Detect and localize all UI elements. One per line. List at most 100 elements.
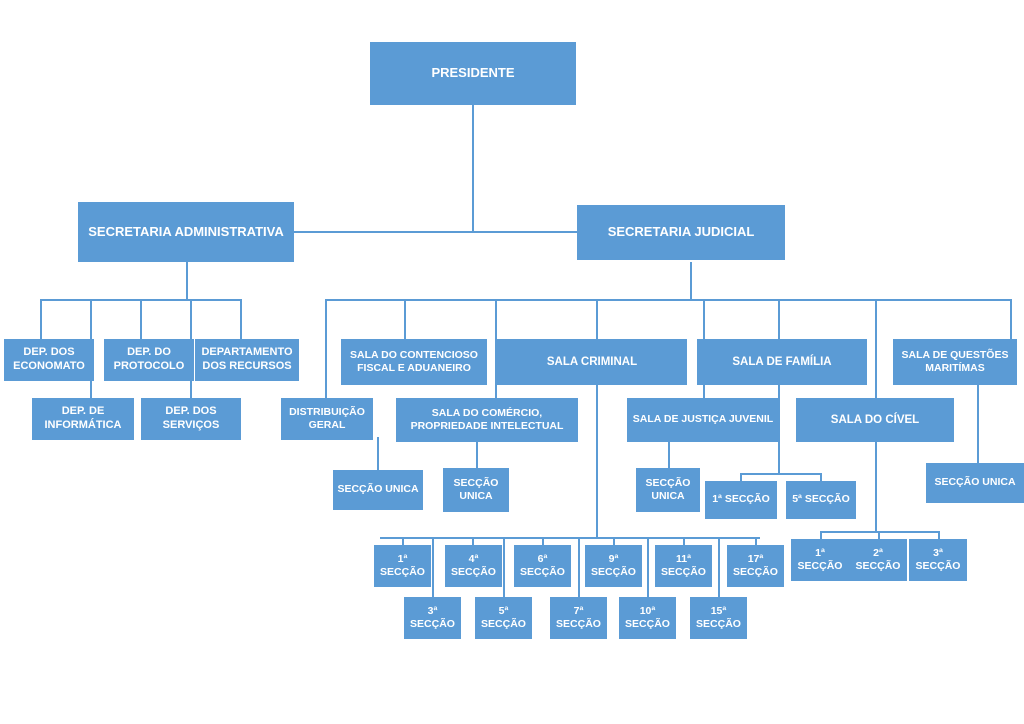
connector-criminal-drop-10 [647, 537, 649, 597]
node-civel-seccao-2-line1: 2ª [873, 546, 883, 559]
node-sala-criminal[interactable]: SALA CRIMINAL [497, 339, 687, 385]
node-familia-seccao-5-label: 5ª SECÇÃO [792, 493, 850, 506]
node-sala-contencioso-line2: FISCAL E ADUANEIRO [357, 362, 471, 374]
node-sala-questoes-maritimas-line2: MARITÍMAS [925, 362, 985, 374]
node-criminal-seccao-11-line2: SECÇÃO [661, 566, 706, 578]
node-seccao-unica-juvenil-line1: SECÇÃO [645, 476, 691, 489]
node-seccao-unica-comercio-line1: SECÇÃO [453, 476, 499, 489]
node-criminal-seccao-5-line2: SECÇÃO [481, 618, 526, 630]
connector-criminal-drop-3 [432, 537, 434, 597]
node-criminal-seccao-17-line1: 17ª [747, 552, 764, 565]
node-sala-contencioso[interactable]: SALA DO CONTENCIOSO FISCAL E ADUANEIRO [341, 339, 487, 385]
node-sala-civel[interactable]: SALA DO CÍVEL [796, 398, 954, 442]
node-civel-seccao-2[interactable]: 2ª SECÇÃO [849, 539, 907, 581]
node-dep-informatica-line1: DEP. DE [61, 405, 105, 418]
node-sala-contencioso-line1: SALA DO CONTENCIOSO [350, 348, 478, 361]
connector-admin-drop-protocolo [140, 299, 142, 339]
node-criminal-seccao-10[interactable]: 10ª SECÇÃO [619, 597, 676, 639]
node-civel-seccao-1[interactable]: 1ª SECÇÃO [791, 539, 849, 581]
node-civel-seccao-3[interactable]: 3ª SECÇÃO [909, 539, 967, 581]
node-criminal-seccao-9[interactable]: 9ª SECÇÃO [585, 545, 642, 587]
node-departamento-recursos[interactable]: DEPARTAMENTO DOS RECURSOS [195, 339, 299, 381]
connector-criminal-drop-7 [578, 537, 580, 597]
connector-juvenil-seccao [668, 441, 670, 469]
node-criminal-seccao-4[interactable]: 4ª SECÇÃO [445, 545, 502, 587]
node-sala-questoes-maritimas[interactable]: SALA DE QUESTÕES MARITÍMAS [893, 339, 1017, 385]
node-criminal-seccao-15[interactable]: 15ª SECÇÃO [690, 597, 747, 639]
node-criminal-seccao-6-line2: SECÇÃO [520, 566, 565, 578]
connector-criminal-down [596, 385, 598, 537]
node-presidente-label: PRESIDENTE [431, 65, 515, 81]
connector-admin-drop-economato [40, 299, 42, 339]
node-criminal-seccao-10-line1: 10ª [639, 604, 656, 617]
node-secretaria-administrativa[interactable]: SECRETARIA ADMINISTRATIVA [78, 202, 294, 262]
node-criminal-seccao-7-line2: SECÇÃO [556, 618, 601, 630]
node-dep-servicos[interactable]: DEP. DOS SERVIÇOS [141, 398, 241, 440]
connector-judicial-drop-distribuicao [325, 299, 327, 398]
node-secretaria-judicial[interactable]: SECRETARIA JUDICIAL [577, 205, 785, 260]
connector-criminal-drop-17 [755, 537, 757, 545]
connector-criminal-drop-1 [402, 537, 404, 545]
node-criminal-seccao-4-line2: SECÇÃO [451, 566, 496, 578]
node-criminal-seccao-3-line2: SECÇÃO [410, 618, 455, 630]
node-distribuicao-geral-line2: GERAL [308, 419, 346, 431]
node-sala-questoes-maritimas-line1: SALA DE QUESTÕES [901, 348, 1009, 361]
connector-criminal-drop-6 [542, 537, 544, 545]
node-secretaria-administrativa-label: SECRETARIA ADMINISTRATIVA [88, 223, 284, 239]
node-criminal-seccao-9-line2: SECÇÃO [591, 566, 636, 578]
node-sala-criminal-label: SALA CRIMINAL [546, 355, 638, 368]
node-dep-protocolo[interactable]: DEP. DO PROTOCOLO [104, 339, 194, 381]
connector-civel-drop-2 [878, 531, 880, 539]
node-criminal-seccao-17[interactable]: 17ª SECÇÃO [727, 545, 784, 587]
connector-civel-drop-3 [938, 531, 940, 539]
node-seccao-unica-maritimas[interactable]: SECÇÃO UNICA [926, 463, 1024, 503]
node-sala-comercio-line1: SALA DO COMÉRCIO, [431, 406, 543, 419]
node-criminal-seccao-7[interactable]: 7ª SECÇÃO [550, 597, 607, 639]
node-criminal-seccao-11[interactable]: 11ª SECÇÃO [655, 545, 712, 587]
connector-judicial-drop-familia [778, 299, 780, 339]
node-criminal-seccao-3[interactable]: 3ª SECÇÃO [404, 597, 461, 639]
node-familia-seccao-5[interactable]: 5ª SECÇÃO [786, 481, 856, 519]
connector-judicial-drop-civel [875, 299, 877, 398]
node-seccao-unica-distribuicao[interactable]: SECÇÃO UNICA [333, 470, 423, 510]
node-departamento-recursos-line1: DEPARTAMENTO [201, 346, 293, 359]
node-seccao-unica-comercio[interactable]: SECÇÃO UNICA [443, 468, 509, 512]
node-civel-seccao-3-line1: 3ª [933, 546, 943, 559]
node-familia-seccao-1[interactable]: 1ª SECÇÃO [705, 481, 777, 519]
connector-judicial-drop-criminal [596, 299, 598, 339]
node-sala-justica-juvenil[interactable]: SALA DE JUSTIÇA JUVENIL [627, 398, 779, 442]
connector-judicial-drop-maritimas [1010, 299, 1012, 339]
node-familia-seccao-1-label: 1ª SECÇÃO [712, 493, 770, 506]
node-criminal-seccao-9-line1: 9ª [608, 552, 619, 565]
connector-criminal-sections-bar [380, 537, 760, 539]
node-criminal-seccao-7-line1: 7ª [573, 604, 584, 617]
node-sala-comercio[interactable]: SALA DO COMÉRCIO, PROPRIEDADE INTELECTUA… [396, 398, 578, 442]
connector-familia-down [778, 385, 780, 473]
connector-presidente-down [472, 105, 474, 231]
node-sala-familia[interactable]: SALA DE FAMÍLIA [697, 339, 867, 385]
connector-admin-drop-recursos [240, 299, 242, 339]
node-dep-economato[interactable]: DEP. DOS ECONOMATO [4, 339, 94, 381]
connector-criminal-drop-9 [613, 537, 615, 545]
connector-judicial-bar [325, 299, 1010, 301]
node-seccao-unica-maritimas-label: SECÇÃO UNICA [934, 476, 1016, 489]
node-dep-servicos-line2: SERVIÇOS [162, 419, 220, 431]
node-criminal-seccao-1[interactable]: 1ª SECÇÃO [374, 545, 431, 587]
connector-judicial-drop-comercio [495, 299, 497, 398]
node-seccao-unica-juvenil[interactable]: SECÇÃO UNICA [636, 468, 700, 512]
node-seccao-unica-comercio-line2: UNICA [459, 490, 493, 502]
node-dep-protocolo-line1: DEP. DO [127, 346, 171, 359]
connector-criminal-drop-15 [718, 537, 720, 597]
node-presidente[interactable]: PRESIDENTE [370, 42, 576, 105]
node-seccao-unica-distribuicao-label: SECÇÃO UNICA [337, 483, 419, 496]
node-criminal-seccao-6-line1: 6ª [537, 552, 548, 565]
node-dep-informatica[interactable]: DEP. DE INFORMÁTICA [32, 398, 134, 440]
node-distribuicao-geral[interactable]: DISTRIBUIÇÃO GERAL [281, 398, 373, 440]
node-criminal-seccao-6[interactable]: 6ª SECÇÃO [514, 545, 571, 587]
node-civel-seccao-2-line2: SECÇÃO [855, 560, 901, 572]
connector-civel-drop-1 [820, 531, 822, 539]
node-sala-civel-label: SALA DO CÍVEL [830, 413, 920, 426]
node-criminal-seccao-5[interactable]: 5ª SECÇÃO [475, 597, 532, 639]
node-dep-informatica-line2: INFORMÁTICA [44, 419, 122, 431]
